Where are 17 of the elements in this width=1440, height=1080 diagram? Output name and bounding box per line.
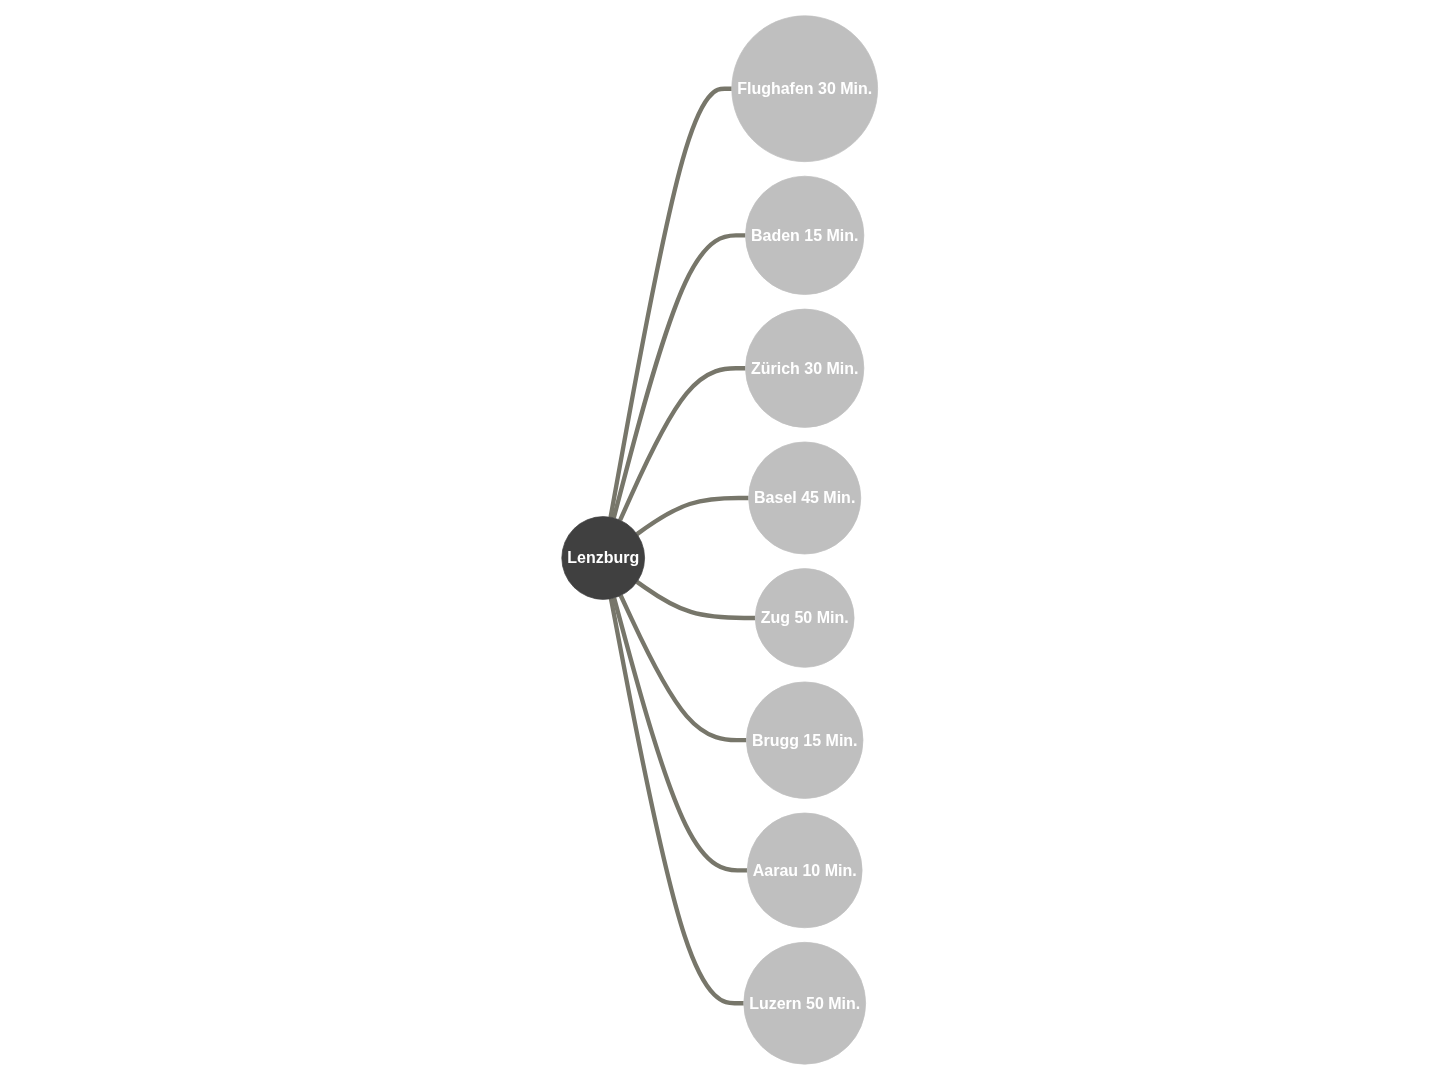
connector: [618, 366, 746, 522]
node-circle: Baden 15 Min.: [745, 175, 865, 295]
connector: [619, 594, 747, 743]
connector: [608, 86, 733, 518]
node-circle: Luzern 50 Min.: [743, 941, 867, 1065]
connector: [611, 233, 746, 519]
node-circle: Brugg 15 Min.: [746, 681, 864, 799]
connector: [612, 597, 748, 873]
node-circle: Zürich 30 Min.: [745, 308, 865, 428]
connector: [636, 495, 749, 536]
node-circle: Aarau 10 Min.: [747, 812, 863, 929]
node-circle: Lenzburg: [561, 516, 646, 600]
connector: [636, 580, 756, 621]
node-circle: Flughafen 30 Min.: [731, 15, 879, 163]
node-circle: Basel 45 Min.: [748, 441, 862, 555]
node-circle: Zug 50 Min.: [755, 568, 855, 668]
connector: [609, 598, 745, 1006]
